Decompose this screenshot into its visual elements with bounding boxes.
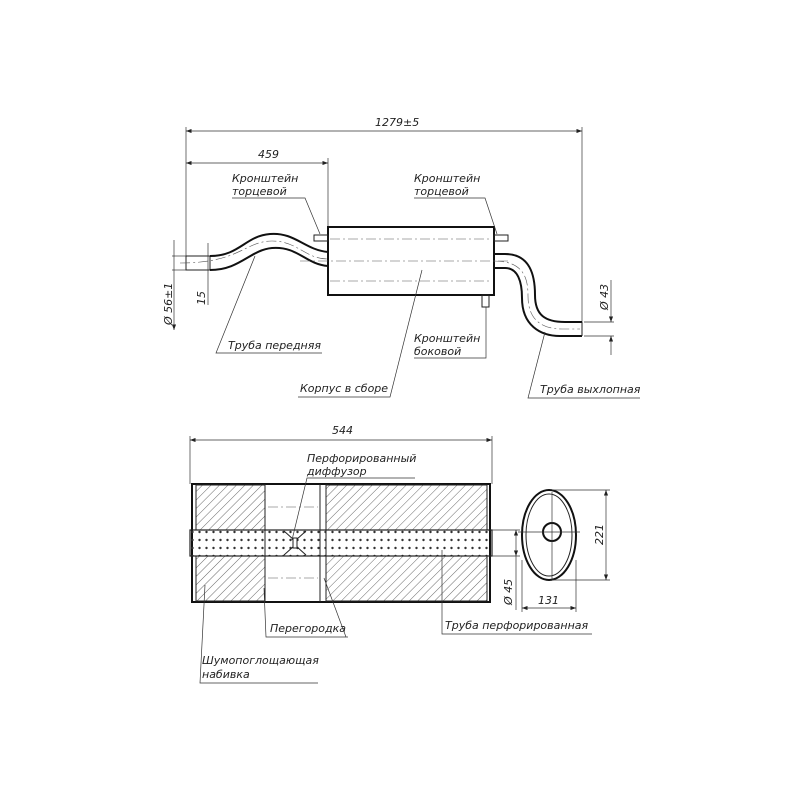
dim-pipe-diameter: Ø 45 [502,579,515,606]
label-perforated-pipe: Труба перфорированная [445,619,589,632]
label-exhaust-pipe: Труба выхлопная [540,383,641,396]
top-view: 1279±5 459 Ø 56±1 15 [162,116,641,399]
dim-outlet-diameter: Ø 43 [598,284,611,311]
end-view [518,489,580,581]
dim-height: 221 [593,524,606,545]
section-view: 544 Ø 45 [189,424,610,684]
dim-inlet-length: 15 [195,291,208,305]
front-pipe [179,232,329,271]
perforated-diffuser [283,530,307,556]
dim-length: 544 [332,424,353,437]
perforated-pipe [189,529,493,557]
dim-overall: 1279±5 [375,116,419,129]
side-bracket [481,294,490,308]
end-bracket-left [313,234,329,242]
exhaust-pipe [493,253,583,337]
dim-bracket-offset: 459 [258,148,279,161]
label-baffle: Перегородка [270,622,346,635]
dim-width: 131 [538,594,559,607]
dim-inlet-diameter: Ø 56±1 [162,283,175,326]
label-front-pipe: Труба передняя [228,339,321,352]
label-body: Корпус в сборе [300,382,388,395]
end-bracket-right [493,234,509,242]
